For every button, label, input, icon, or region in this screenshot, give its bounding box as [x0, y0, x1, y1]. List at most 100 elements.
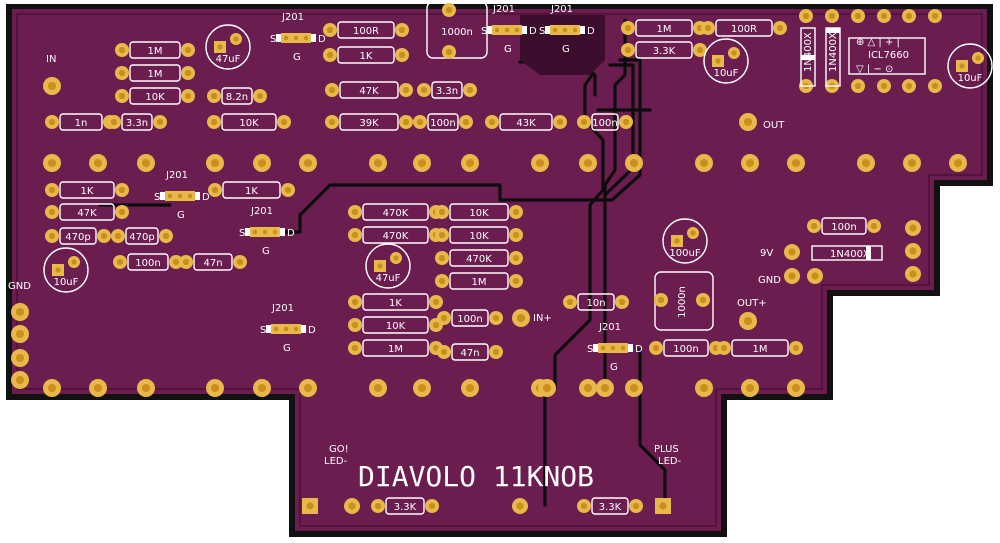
cap-value: 47uF: [216, 54, 241, 65]
film-cap-value: 1000n: [441, 27, 473, 38]
label-out-plus: OUT+: [737, 298, 767, 309]
cap-c3: 10uF: [43, 247, 89, 293]
resistor-r37: 10n: [563, 293, 629, 311]
resistor-pad: [281, 183, 295, 197]
header-pad: [825, 9, 839, 23]
label-9v: 9V: [760, 248, 773, 259]
resistor-r19: 1K: [45, 181, 129, 199]
resistor-r10: 39K: [325, 113, 413, 131]
diode-1-label: 1N400X: [803, 32, 814, 72]
header-pad: [928, 79, 942, 93]
jfet-pin-d: D: [308, 325, 316, 336]
out-plus-pad: [739, 312, 757, 330]
cap-c5: 47uF: [365, 243, 411, 289]
cap-c4: 10uF: [947, 43, 993, 89]
resistor-r4: 100R: [323, 21, 409, 39]
resistor-pad: [463, 83, 477, 97]
header-pad: [799, 9, 813, 23]
resistor-value: 100n: [430, 118, 455, 129]
resistor-pad: [395, 23, 409, 37]
jfet-pin-d: D: [635, 344, 643, 355]
jfet-label: J201: [492, 4, 515, 15]
resistor-pad: [417, 83, 431, 97]
header-pad: [905, 266, 921, 282]
pot-pad: [206, 379, 224, 397]
resistor-pad: [489, 345, 503, 359]
jfet-pad: [492, 25, 502, 35]
header-pad: [877, 79, 891, 93]
resistor-pad: [615, 295, 629, 309]
header-pad: [928, 9, 942, 23]
pot-pad: [253, 154, 271, 172]
resistor-value: 470K: [383, 231, 409, 242]
resistor-value: 470K: [466, 254, 492, 265]
pot-pad: [695, 154, 713, 172]
jfet-pin-g: G: [562, 44, 570, 55]
cap-value: 10uF: [714, 68, 739, 79]
resistor-value: 100n: [831, 222, 856, 233]
jfet-pin-g: G: [610, 362, 618, 373]
cap-pad: [52, 264, 64, 276]
pot-pad: [903, 154, 921, 172]
jfet-pin-g: G: [283, 343, 291, 354]
jfet-pin-d: D: [318, 34, 326, 45]
pot-pad: [625, 379, 643, 397]
jfet-pin-g: G: [262, 246, 270, 257]
resistor-pad: [619, 115, 633, 129]
resistor-pad: [113, 255, 127, 269]
in-plus-pad: [512, 309, 530, 327]
pot-pad: [461, 379, 479, 397]
cap-pad: [712, 55, 724, 67]
resistor-value: 1M: [657, 24, 672, 35]
resistor-r31: 1M: [435, 272, 523, 290]
resistor-pad: [207, 115, 221, 129]
resistor-value: 1K: [245, 186, 258, 197]
resistor-r23: 470p: [111, 227, 173, 245]
pot-pad: [741, 379, 759, 397]
resistor-pad: [348, 318, 362, 332]
resistor-value: 39K: [359, 118, 379, 129]
resistor-pad: [649, 341, 663, 355]
resistor-value: 47K: [77, 208, 97, 219]
resistor-pad: [107, 115, 121, 129]
resistor-pad: [435, 205, 449, 219]
resistor-pad: [115, 183, 129, 197]
jfet-pad: [281, 33, 291, 43]
resistor-pad: [509, 228, 523, 242]
cap-pad: [728, 47, 740, 59]
jfet-pad: [250, 227, 260, 237]
jfet-pin-d: D: [587, 26, 595, 37]
resistor-pad: [399, 115, 413, 129]
label-go-led-2: LED-: [324, 456, 348, 467]
label-go-led-1: GO!: [329, 444, 349, 455]
resistor-pad: [867, 219, 881, 233]
resistor-pad: [233, 255, 247, 269]
resistor-pad: [553, 115, 567, 129]
resistor-pad: [179, 255, 193, 269]
resistor-r12: 43K: [485, 113, 567, 131]
resistor-r24: 100n: [113, 253, 183, 271]
cap-pad: [390, 252, 402, 264]
resistor-r41: 3.3K: [371, 497, 439, 515]
jfet-pad: [618, 343, 628, 353]
jfet-pad: [260, 227, 270, 237]
resistor-value: 1n: [75, 118, 88, 129]
jfet-pad: [570, 25, 580, 35]
resistor-pad: [563, 295, 577, 309]
resistor-r7: 10K: [207, 113, 291, 131]
jfet-label: J201: [281, 12, 304, 23]
resistor-r9: 3.3n: [417, 81, 477, 99]
pot-pad: [579, 379, 597, 397]
resistor-value: 3.3K: [653, 46, 676, 57]
9v-pad: [784, 244, 800, 260]
resistor-value: 3.3K: [394, 502, 417, 513]
resistor-r21: 1K: [208, 181, 295, 199]
resistor-value: 1M: [388, 344, 403, 355]
resistor-pad: [159, 229, 173, 243]
resistor-pad: [181, 89, 195, 103]
pot-pad: [461, 154, 479, 172]
resistor-pad: [97, 229, 111, 243]
led-pad: [344, 498, 360, 514]
